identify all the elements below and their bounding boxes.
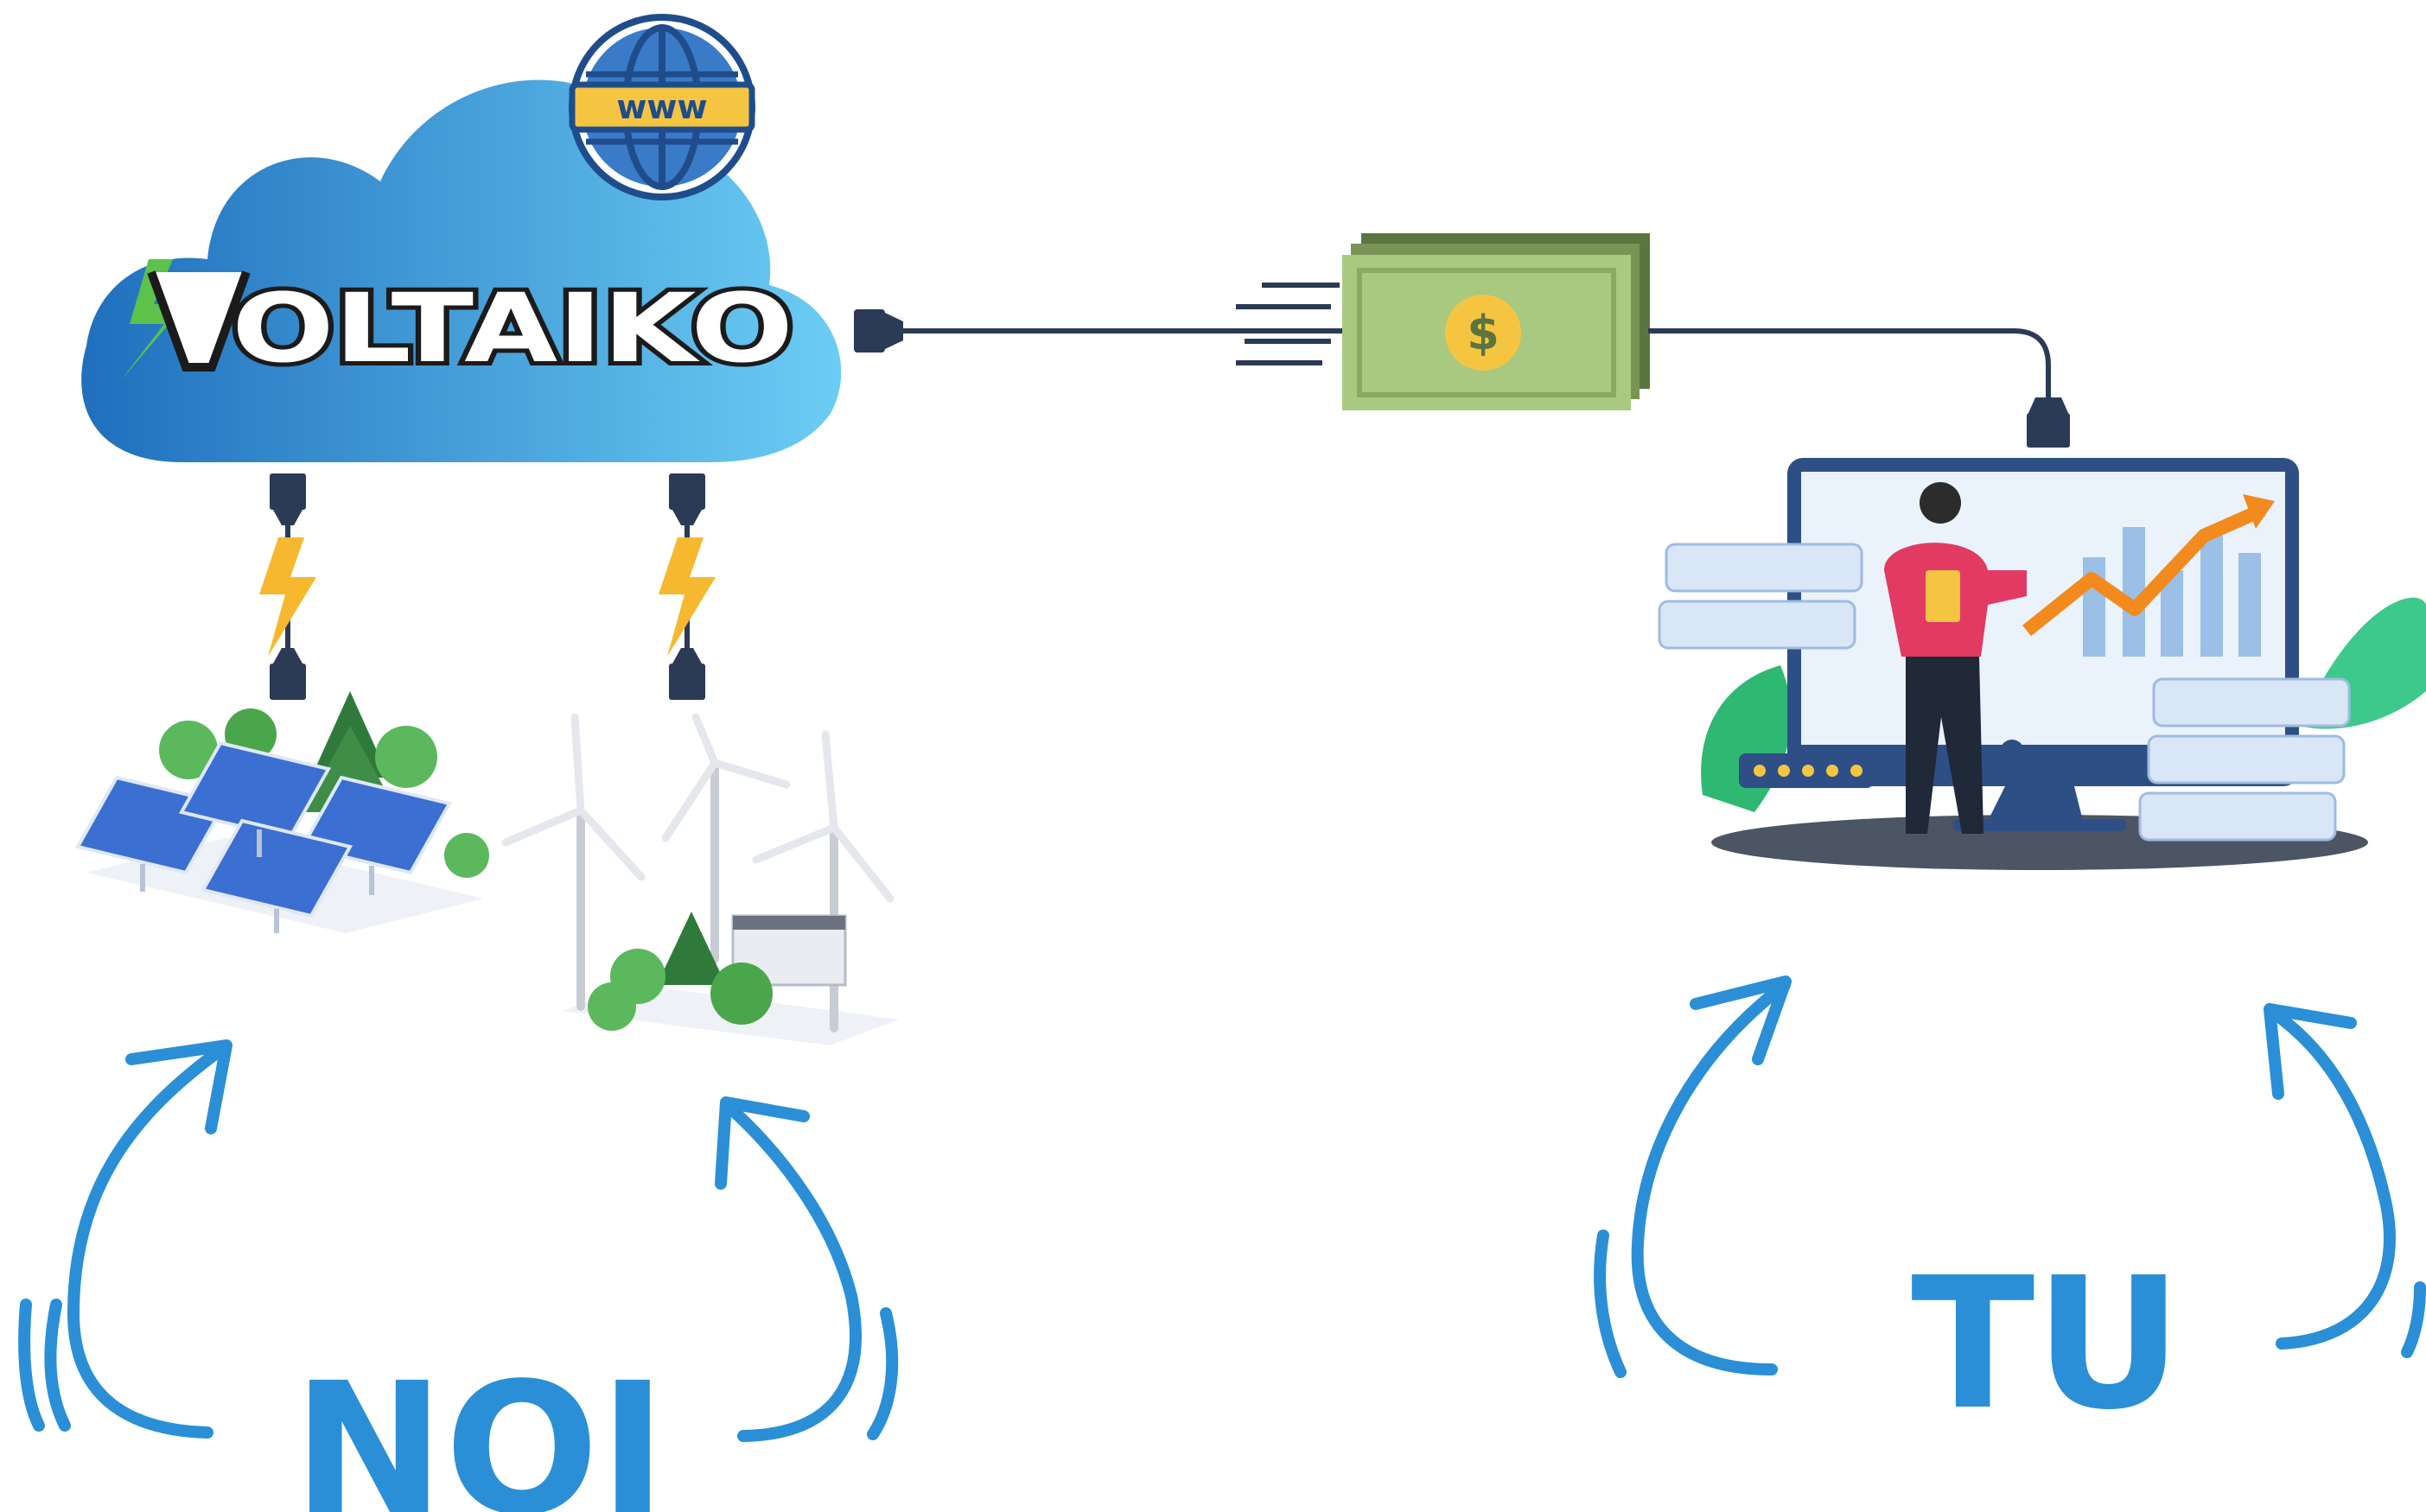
circular-arrows-right [1594,975,2426,1378]
label-tu: TU [1911,1238,2182,1450]
bolt-icon [259,537,316,657]
money-stack-icon: $ [1236,233,1650,410]
monitor-plug [2027,397,2070,448]
lightning-icon [121,259,186,380]
www-label: www [616,88,707,126]
www-globe-icon: www [569,14,755,200]
connector-right [659,473,716,700]
label-noi: NOI [293,1344,666,1512]
voltaiko-logo: OLTAIKO [121,259,798,388]
analytics-illustration [1658,458,2426,870]
cable-to-monitor [1648,328,2051,397]
solar-farm-illustration [74,691,489,933]
connector-left [259,473,316,700]
dollar-sign: $ [1467,306,1500,360]
cloud-plug [854,309,903,353]
wind-farm-illustration [501,713,899,1045]
brand-name: OLTAIKO [232,273,793,384]
circular-arrows-left [18,1039,899,1442]
bolt-icon [659,537,716,657]
